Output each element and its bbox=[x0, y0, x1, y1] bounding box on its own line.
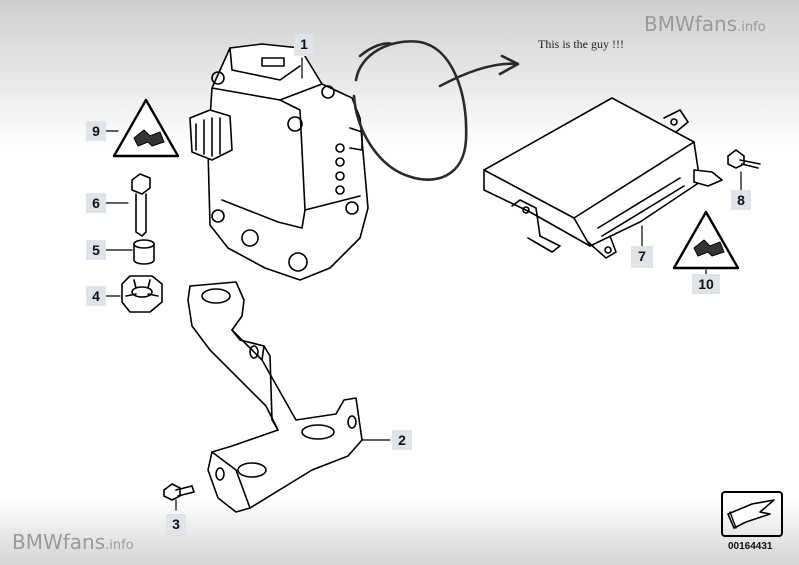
warning-sticker-9-drawing bbox=[112, 98, 180, 158]
bracket-drawing bbox=[187, 281, 363, 513]
rubber-mount-drawing bbox=[121, 275, 163, 313]
watermark-bottom: BMWfans.info bbox=[12, 530, 134, 554]
control-unit-drawing bbox=[483, 97, 723, 259]
watermark-bottom-suffix: .info bbox=[105, 538, 134, 553]
part-label-3: 3 bbox=[166, 514, 186, 536]
leader-lines bbox=[103, 57, 742, 511]
annotation-note: This is the guy !!! bbox=[538, 37, 624, 51]
part-label-7: 7 bbox=[631, 246, 653, 268]
part-label-2: 2 bbox=[392, 430, 412, 450]
hydraulic-unit-drawing bbox=[189, 43, 369, 281]
watermark-top: BMWfans.info bbox=[644, 12, 766, 36]
hex-bolt-drawing bbox=[131, 173, 151, 237]
part-label-4: 4 bbox=[86, 286, 106, 306]
diagram-reference-icon bbox=[721, 491, 783, 537]
warning-sticker-10-drawing bbox=[672, 210, 740, 270]
sleeve-drawing bbox=[133, 239, 155, 265]
watermark-bottom-brand: BMWfans bbox=[12, 530, 106, 554]
part-label-10: 10 bbox=[692, 274, 720, 294]
bolt-drawing bbox=[163, 483, 195, 501]
watermark-top-suffix: .info bbox=[737, 20, 766, 35]
part-label-8: 8 bbox=[731, 190, 751, 210]
diagram-number: 00164431 bbox=[728, 541, 773, 552]
part-label-5: 5 bbox=[86, 240, 106, 260]
highlight-scribble bbox=[352, 40, 520, 181]
part-label-9: 9 bbox=[86, 121, 106, 141]
watermark-top-brand: BMWfans bbox=[644, 12, 738, 36]
part-label-6: 6 bbox=[86, 193, 106, 213]
screw-drawing bbox=[727, 149, 761, 169]
bottom-gradient bbox=[0, 500, 799, 565]
part-label-1: 1 bbox=[294, 34, 314, 56]
